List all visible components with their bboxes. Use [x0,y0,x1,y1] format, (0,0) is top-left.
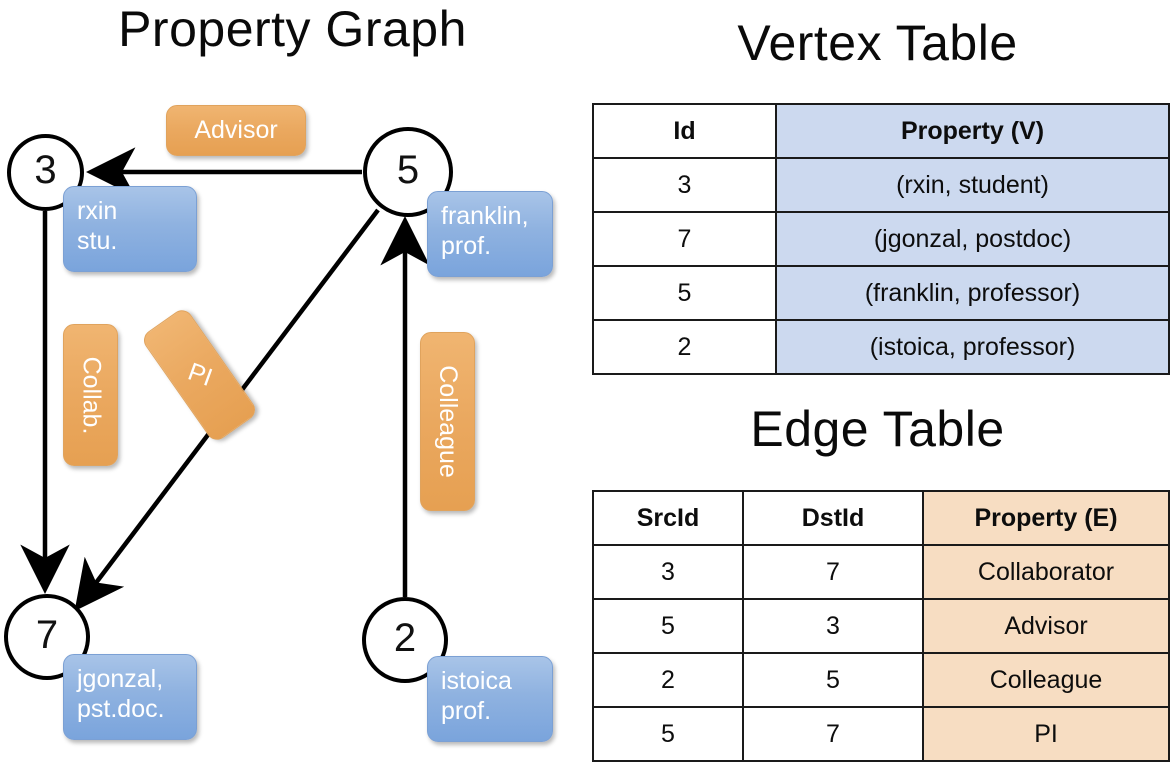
vertex-row-0-property: (rxin, student) [775,157,1170,213]
table-row[interactable]: 7 (jgonzal, postdoc) [592,211,1170,267]
vertex-property-5-line2: prof. [441,231,492,260]
property-graph-panel: Property Graph 3 5 7 2 rxin stu. frankli… [0,0,585,760]
vertex-row-1-id: 7 [592,211,777,267]
page-title-edge-table: Edge Table [750,401,1005,457]
vertex-node-2[interactable]: 2 [362,597,448,683]
vertex-property-box-3: rxin stu. [63,186,197,272]
edge-label-colleague: Colleague [420,332,475,511]
vertex-property-7-line2: pst.doc. [77,694,165,723]
edge-table-header-srcid: SrcId [592,490,744,546]
vertex-table-header-property: Property (V) [775,103,1170,159]
edge-label-collab: Collab. [63,324,118,466]
vertex-property-7-line1: jgonzal, [77,665,164,693]
vertex-row-3-id: 2 [592,319,777,375]
edge-table: SrcId DstId Property (E) 3 7 Collaborato… [592,490,1170,762]
vertex-table-header-id: Id [592,103,777,159]
edge-label-pi-text: PI [183,357,216,392]
vertex-node-2-label: 2 [393,615,417,660]
vertex-node-5-label: 5 [396,147,420,192]
table-row[interactable]: 3 7 Collaborator [592,544,1170,600]
vertex-property-box-7: jgonzal, pst.doc. [63,654,197,740]
vertex-property-2-line1: istoica [441,667,512,695]
vertex-property-2-line2: prof. [441,696,492,725]
edge-row-0-dstid: 7 [742,544,924,600]
edge-row-0-property: Collaborator [922,544,1170,600]
vertex-property-box-2: istoica prof. [427,656,553,742]
table-row[interactable]: 5 (franklin, professor) [592,265,1170,321]
edge-row-1-property: Advisor [922,598,1170,654]
edge-row-1-dstid: 3 [742,598,924,654]
vertex-table-header-row: Id Property (V) [592,103,1170,159]
edge-row-2-dstid: 5 [742,652,924,708]
vertex-row-1-property: (jgonzal, postdoc) [775,211,1170,267]
vertex-row-3-property: (istoica, professor) [775,319,1170,375]
table-row[interactable]: 5 3 Advisor [592,598,1170,654]
table-row[interactable]: 3 (rxin, student) [592,157,1170,213]
edge-row-1-srcid: 5 [592,598,744,654]
edge-label-advisor: Advisor [166,105,306,156]
vertex-property-box-5: franklin, prof. [427,191,553,277]
page-title-property-graph: Property Graph [118,1,467,57]
page-title-vertex-table: Vertex Table [737,15,1018,71]
edge-row-3-srcid: 5 [592,706,744,762]
edge-row-3-property: PI [922,706,1170,762]
vertex-row-2-id: 5 [592,265,777,321]
table-row[interactable]: 2 (istoica, professor) [592,319,1170,375]
edge-table-header-property: Property (E) [922,490,1170,546]
vertex-property-5-line1: franklin, [441,202,529,230]
vertex-row-0-id: 3 [592,157,777,213]
table-row[interactable]: 2 5 Colleague [592,652,1170,708]
vertex-node-5[interactable]: 5 [363,127,453,217]
vertex-node-7-label: 7 [35,612,59,657]
edge-label-collab-text: Collab. [77,356,106,434]
edge-table-header-row: SrcId DstId Property (E) [592,490,1170,546]
edge-label-advisor-text: Advisor [194,116,278,144]
vertex-property-3-line1: rxin [77,197,118,225]
vertex-property-3-line2: stu. [77,226,118,255]
table-row[interactable]: 5 7 PI [592,706,1170,762]
edge-label-colleague-text: Colleague [434,365,462,478]
edge-row-0-srcid: 3 [592,544,744,600]
edge-table-header-dstid: DstId [742,490,924,546]
vertex-node-3-label: 3 [34,148,57,192]
edge-row-2-property: Colleague [922,652,1170,708]
edge-row-2-srcid: 2 [592,652,744,708]
edge-row-3-dstid: 7 [742,706,924,762]
vertex-row-2-property: (franklin, professor) [775,265,1170,321]
vertex-table: Id Property (V) 3 (rxin, student) 7 (jgo… [592,103,1170,375]
